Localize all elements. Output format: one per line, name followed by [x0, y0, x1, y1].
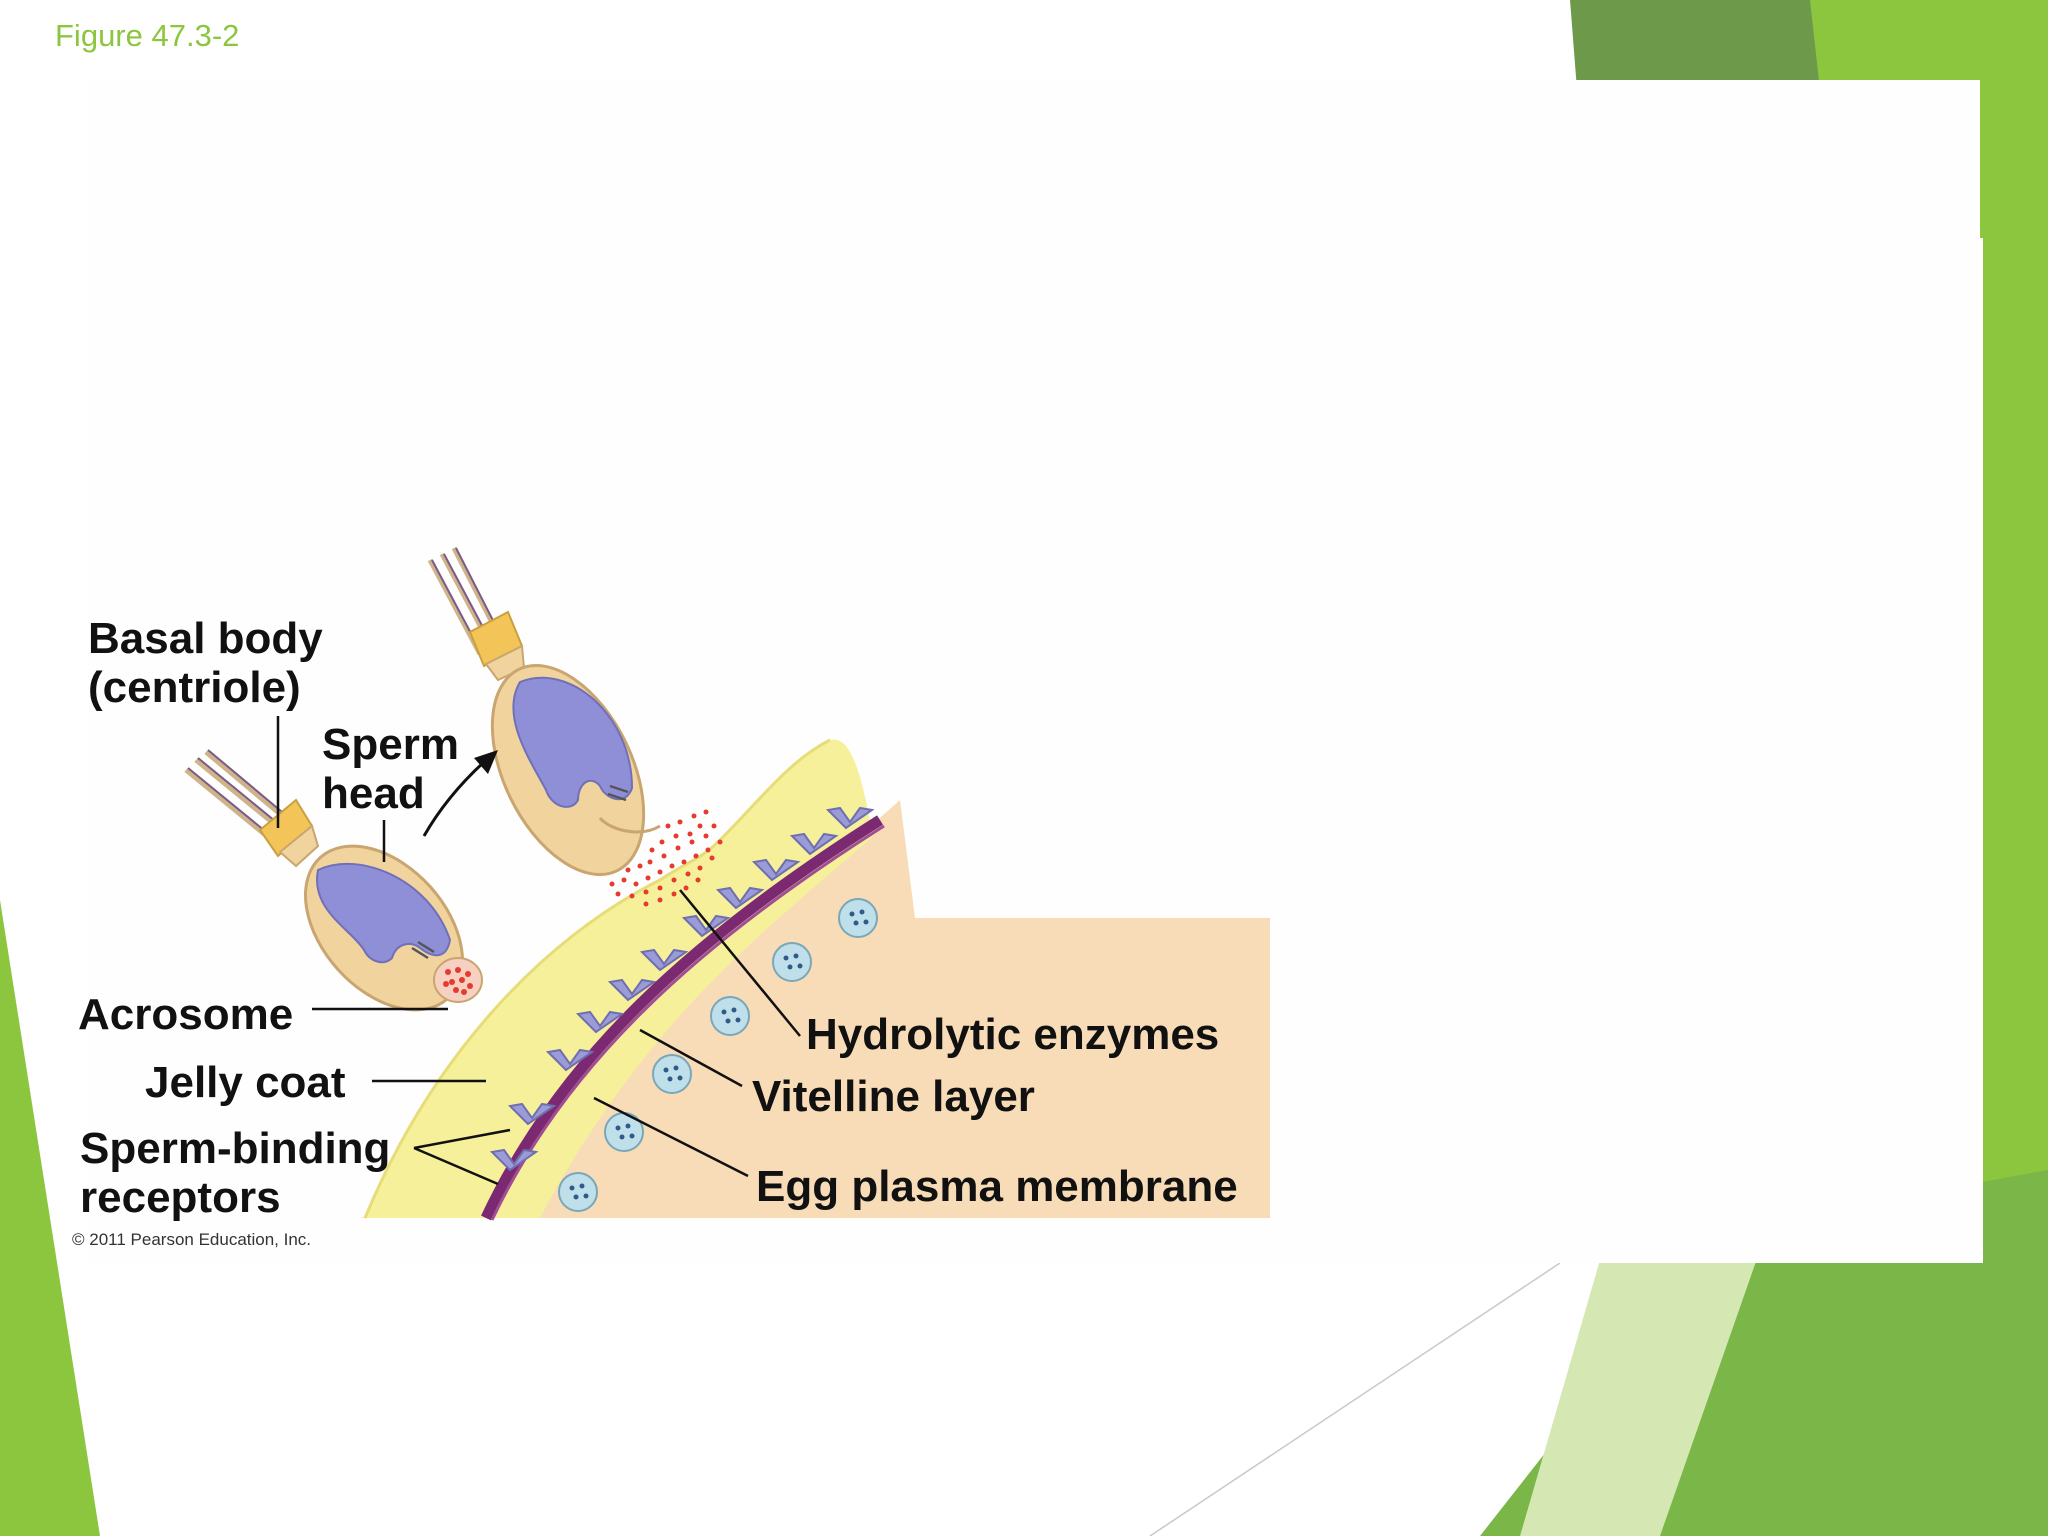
label-vitelline-layer: Vitelline layer — [752, 1072, 1035, 1121]
copyright-notice: © 2011 Pearson Education, Inc. — [72, 1230, 312, 1249]
cortical-granules — [558, 898, 878, 1212]
hydrolytic-enzyme-cloud — [609, 809, 723, 907]
label-hydrolytic-enzymes: Hydrolytic enzymes — [806, 1010, 1220, 1059]
receptor — [489, 1148, 539, 1172]
leader-egg-plasma-membrane — [593, 1096, 749, 1178]
leader-hydrolytic-enzymes — [679, 889, 801, 1037]
cortical-granule — [710, 996, 750, 1036]
sperm-nucleus — [316, 862, 452, 964]
acrosome — [433, 957, 483, 1003]
label-sperm-binding-receptors-line1: Sperm-binding — [80, 1124, 391, 1173]
leader-vitelline-layer — [639, 1028, 743, 1088]
label-basal-body-line1: Basal body — [88, 614, 323, 663]
leader-lines — [276, 716, 801, 1186]
acrosome-opening — [598, 816, 661, 834]
right-bottom-pale-green-panel — [1520, 1250, 1760, 1536]
label-basal-body-line2: (centriole) — [88, 663, 301, 712]
receptor — [751, 858, 801, 882]
receptor — [681, 914, 731, 938]
centriole-marks — [411, 940, 435, 960]
label-sperm-binding-receptors: Sperm-binding receptors — [80, 1124, 390, 1222]
cortical-granule — [772, 942, 812, 982]
receptor — [607, 978, 657, 1002]
cortical-granule — [652, 1054, 692, 1094]
receptor — [825, 806, 875, 830]
label-acrosome: Acrosome — [78, 990, 294, 1039]
sperm-binding-receptors — [489, 806, 875, 1172]
cortical-granule — [558, 1172, 598, 1212]
label-sperm-head-line2: head — [322, 769, 425, 818]
label-sperm-head: Sperm head — [322, 720, 459, 818]
receptor — [507, 1102, 557, 1126]
label-egg-plasma-membrane: Egg plasma membrane — [756, 1162, 1238, 1211]
decor-thin-line-bottom — [1149, 1262, 1561, 1536]
sperm-neck — [278, 824, 320, 868]
sperm-nucleus — [512, 676, 634, 808]
acrosome-enzymes — [443, 967, 473, 995]
label-sperm-head-line1: Sperm — [322, 720, 459, 769]
left-green-stripe — [0, 900, 100, 1536]
sperm-lower — [184, 749, 483, 1012]
leader-receptor-a — [413, 1128, 511, 1150]
jelly-coat-edge — [363, 738, 831, 1219]
cortical-granule — [604, 1112, 644, 1152]
label-basal-body: Basal body (centriole) — [88, 614, 323, 712]
sperm-upper — [427, 546, 661, 877]
slide-title: Figure 47.3-2 — [55, 18, 240, 53]
movement-arrow — [422, 760, 486, 837]
content-panel-right-border — [1980, 238, 1983, 1263]
cortical-granule — [838, 898, 878, 938]
movement-arrowhead-icon — [474, 750, 498, 774]
receptor — [545, 1048, 595, 1072]
leader-receptor-b — [413, 1146, 499, 1186]
receptor — [715, 886, 765, 910]
jelly-coat — [365, 739, 880, 1218]
label-sperm-binding-receptors-line2: receptors — [80, 1173, 281, 1222]
receptor — [575, 1010, 625, 1034]
receptor — [639, 948, 689, 972]
receptor — [789, 832, 839, 856]
label-jelly-coat: Jelly coat — [145, 1058, 346, 1107]
centriole-marks — [607, 784, 629, 802]
